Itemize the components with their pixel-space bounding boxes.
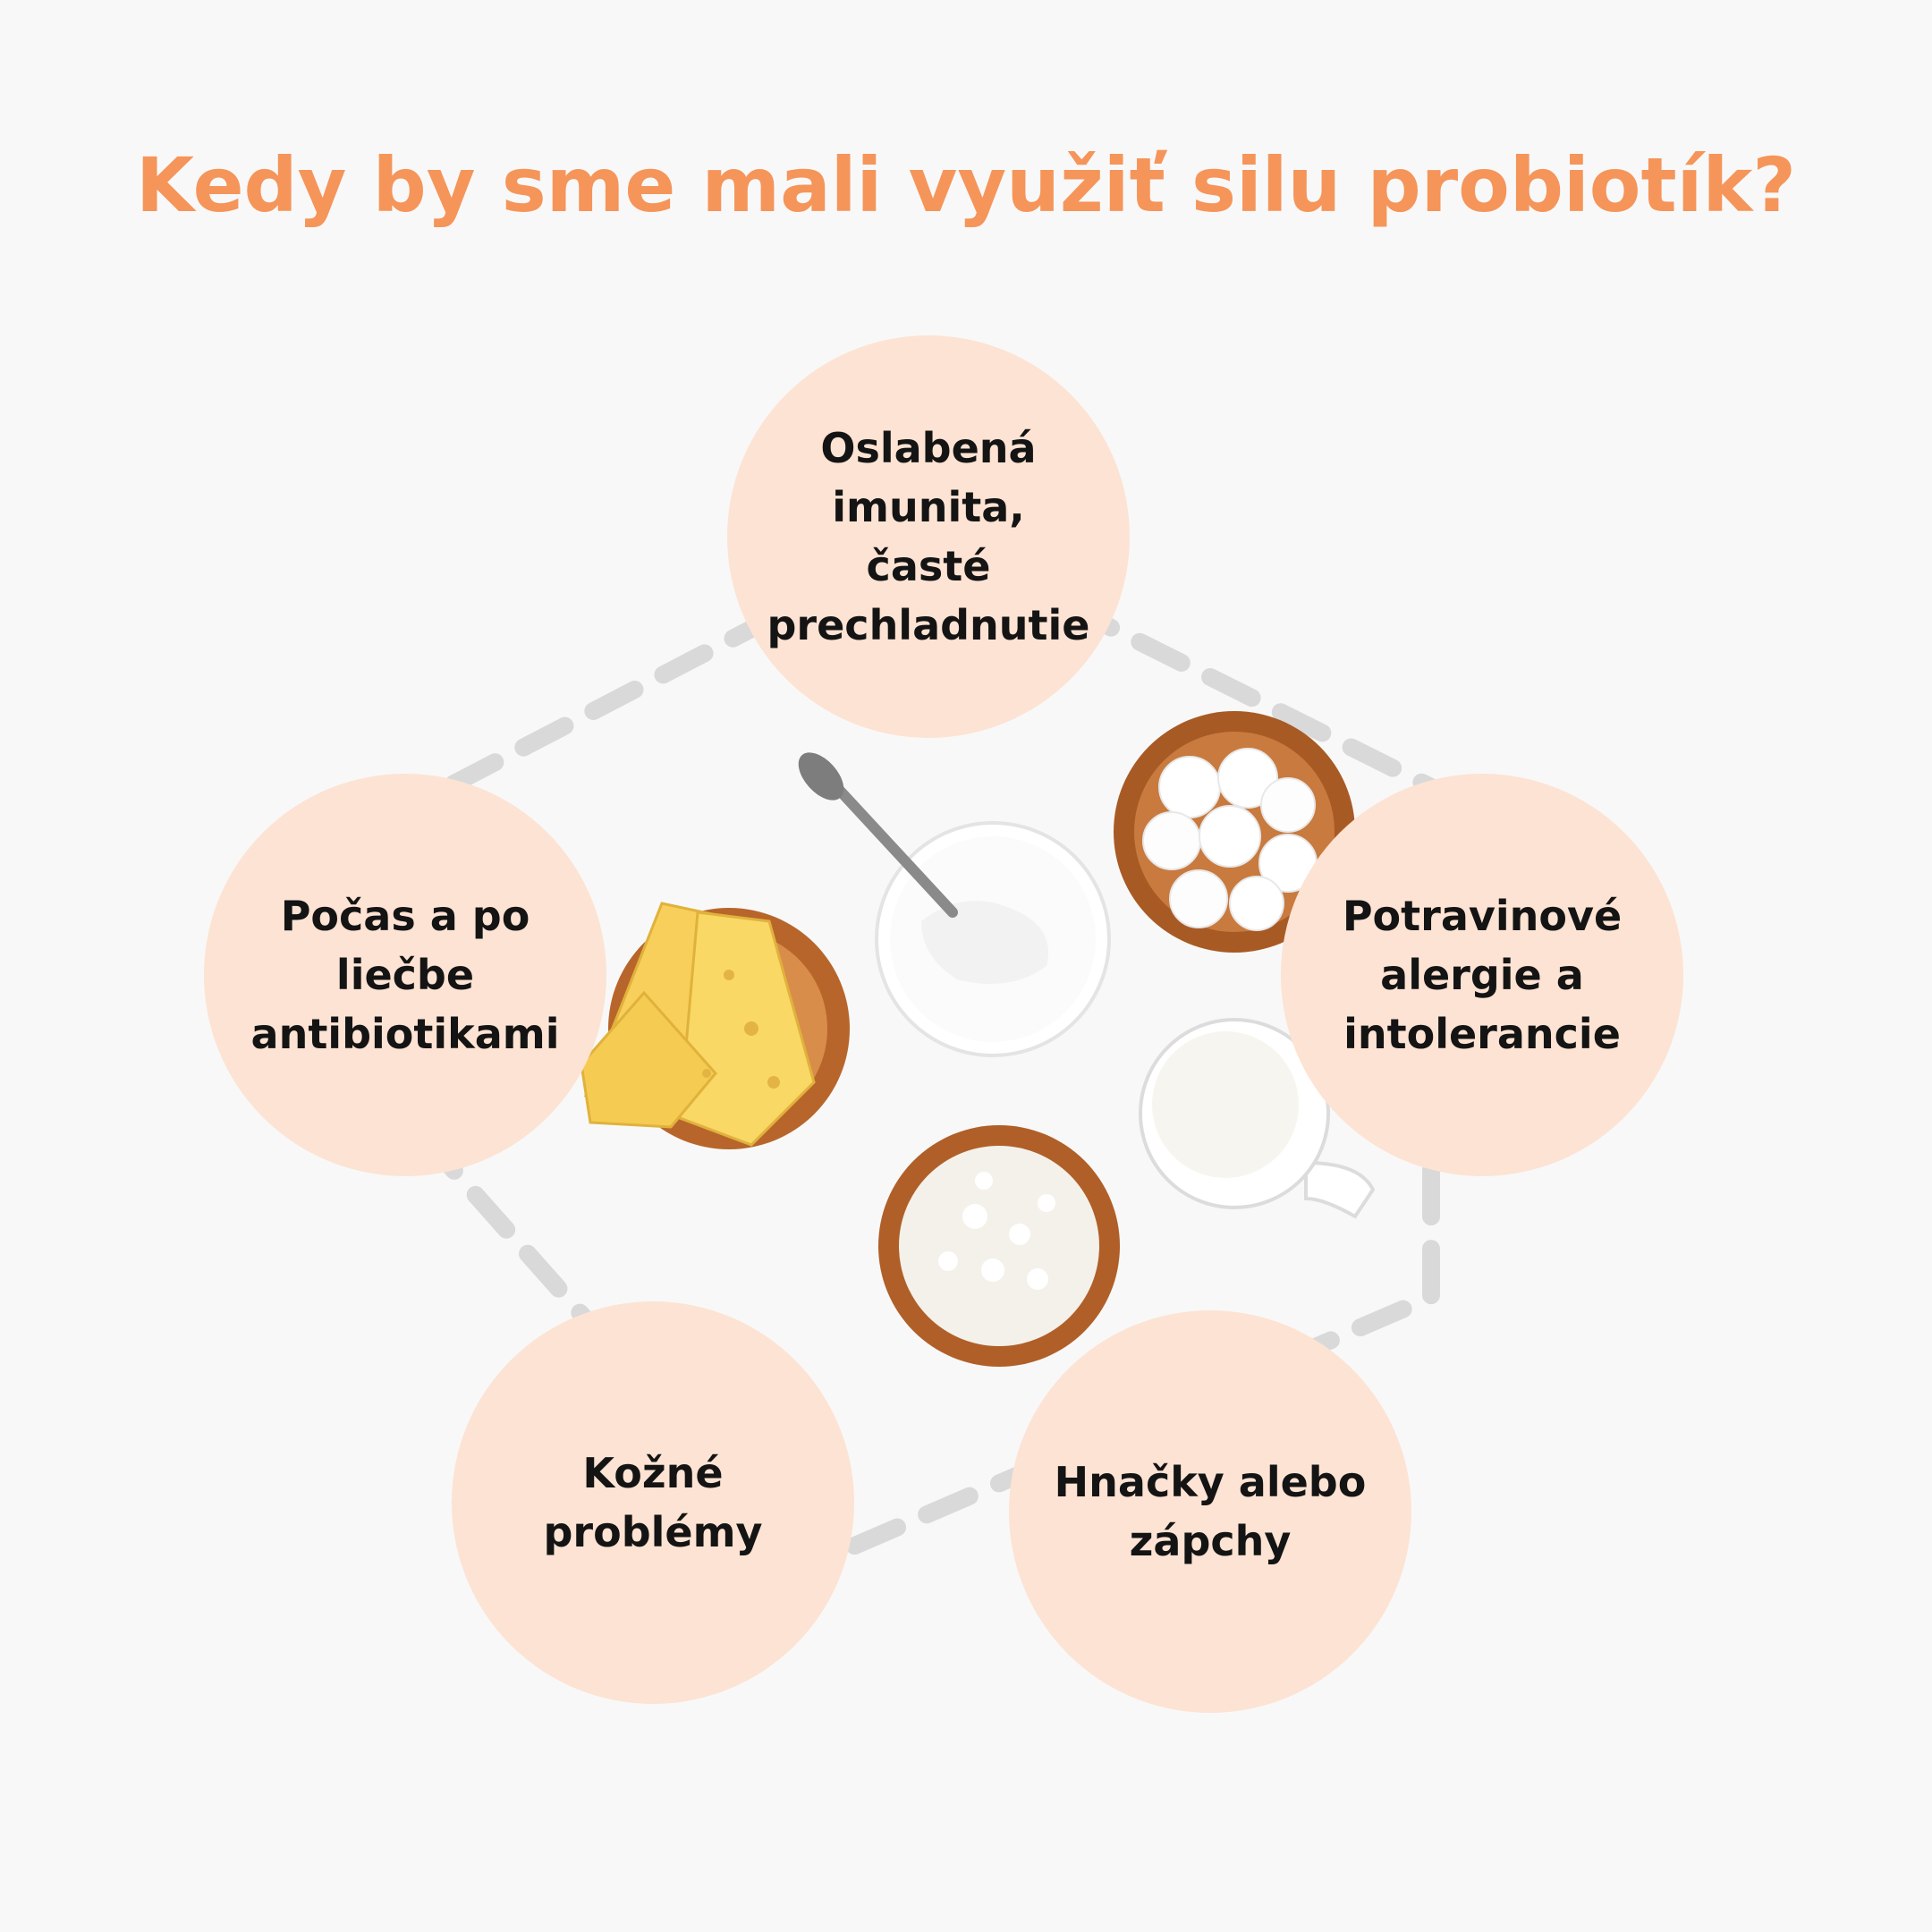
node-label: Oslabená imunita, časté prechladnutie — [767, 424, 1090, 649]
node-label: Potravinové alergie a intolerancie — [1342, 892, 1623, 1058]
node-label: Kožné problémy — [543, 1449, 763, 1556]
node-label: Počas a po liečbe antibiotikami — [250, 892, 560, 1058]
page-title: Kedy by sme mali využiť silu probiotík? — [135, 141, 1797, 229]
mozzarella-bowl-image — [1114, 711, 1355, 953]
milk-jug-image — [1139, 1018, 1376, 1219]
cheese-bowl-image — [580, 902, 850, 1149]
yogurt-bowl-image — [798, 752, 1111, 1057]
node-skin-problems: Kožné problémy — [452, 1301, 854, 1704]
node-weak-immunity: Oslabená imunita, časté prechladnutie — [727, 335, 1130, 738]
node-diarrhea-constipation: Hnačky alebo zápchy — [1009, 1310, 1411, 1713]
cottage-cheese-bowl-image — [878, 1125, 1120, 1367]
node-label: Hnačky alebo zápchy — [1054, 1458, 1367, 1565]
node-antibiotics: Počas a po liečbe antibiotikami — [204, 774, 606, 1176]
node-food-allergies: Potravinové alergie a intolerancie — [1281, 774, 1683, 1176]
